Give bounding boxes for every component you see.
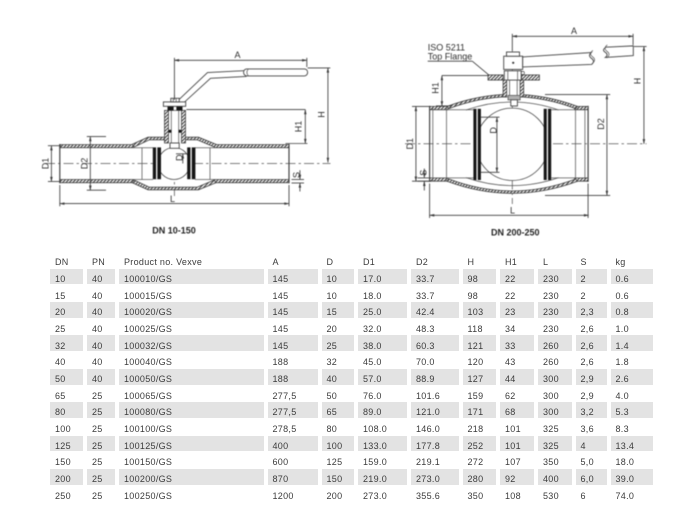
svg-text:H1: H1: [294, 121, 304, 133]
svg-text:H: H: [633, 78, 643, 85]
svg-text:D2: D2: [596, 118, 606, 130]
svg-text:L: L: [510, 205, 515, 215]
svg-text:S: S: [419, 170, 429, 176]
svg-text:Top Flange: Top Flange: [428, 51, 473, 61]
svg-text:DN 200-250: DN 200-250: [491, 228, 540, 238]
svg-text:D1: D1: [41, 158, 51, 170]
svg-text:S: S: [292, 172, 302, 178]
svg-text:D2: D2: [80, 158, 90, 170]
svg-text:ISO 5211: ISO 5211: [428, 42, 465, 52]
svg-text:H: H: [317, 111, 327, 118]
svg-text:A: A: [571, 26, 577, 36]
svg-text:D: D: [175, 154, 185, 161]
svg-text:DN 10-150: DN 10-150: [152, 226, 196, 236]
svg-text:D1: D1: [405, 138, 415, 150]
svg-text:H1: H1: [431, 82, 441, 94]
svg-text:A: A: [234, 50, 240, 60]
svg-text:D: D: [488, 127, 498, 134]
svg-text:L: L: [170, 194, 175, 204]
